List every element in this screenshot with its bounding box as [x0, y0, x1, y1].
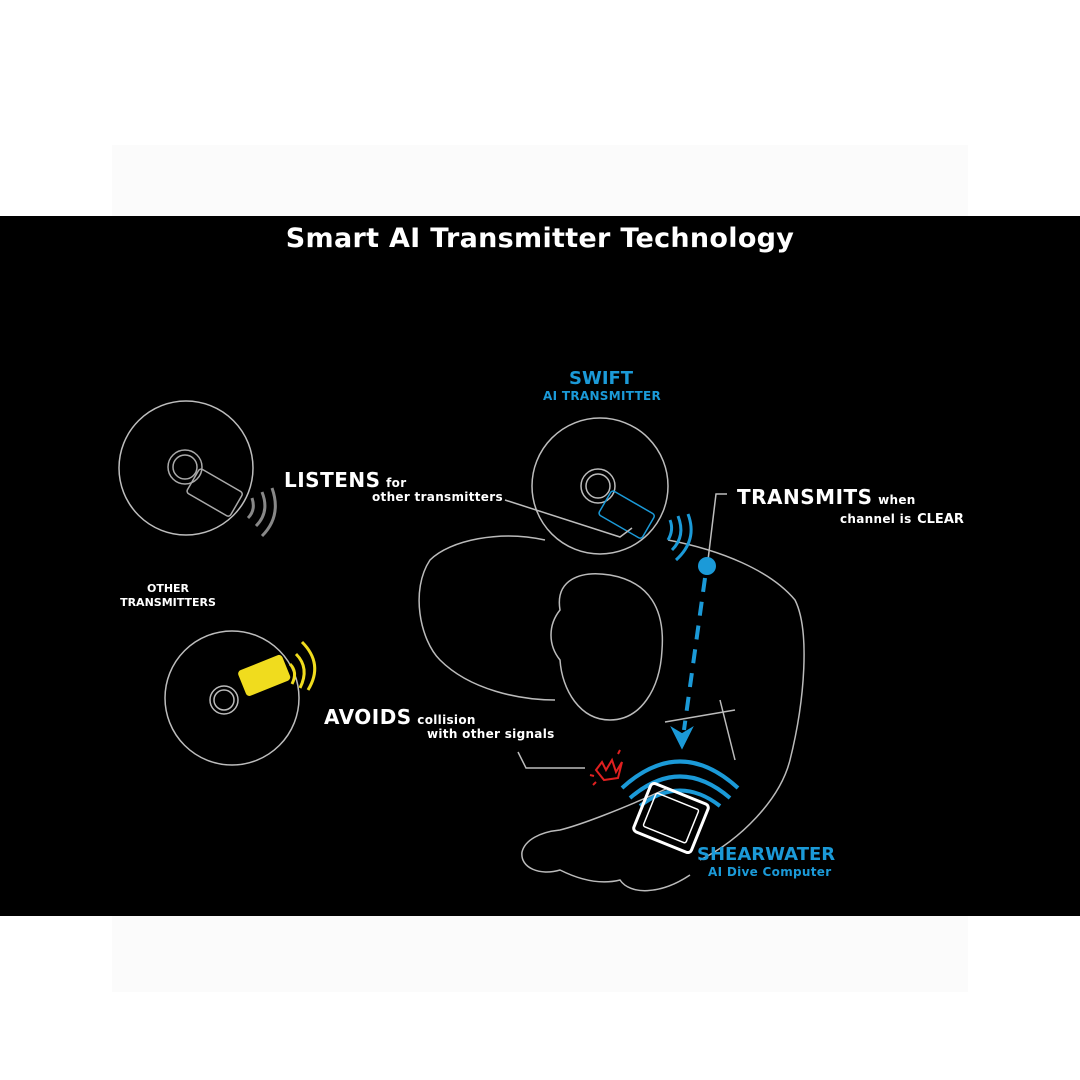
- avoids-text-2: with other signals: [427, 727, 555, 741]
- illustration: [118, 400, 805, 892]
- transmits-keyword: TRANSMITS: [737, 485, 873, 509]
- transmits-line-2: channel is CLEAR: [840, 508, 964, 527]
- avoids-keyword: AVOIDS: [324, 705, 412, 729]
- infographic-panel: Smart AI Transmitter Technology SWIFT AI…: [0, 216, 1080, 916]
- swift-transmitter-icon: [580, 468, 693, 562]
- avoiding-transmitter-disc: [164, 630, 300, 766]
- listens-text-1: for: [386, 476, 407, 490]
- collision-icon: [589, 749, 623, 786]
- other-line-1: OTHER: [146, 582, 190, 595]
- swift-transmitter-disc: [531, 417, 669, 555]
- signal-dashed-arrow: [682, 577, 707, 731]
- person-outline: [418, 535, 805, 861]
- dive-computer-icon: [632, 781, 710, 855]
- yellow-transmitter-icon: [209, 640, 317, 715]
- avoids-text-1: collision: [417, 713, 476, 727]
- arrow-head-icon: [670, 726, 694, 750]
- shearwater-subtitle: AI Dive Computer: [708, 865, 832, 879]
- gray-transmitter-icon: [167, 449, 277, 538]
- transmits-leader-line: [707, 493, 727, 561]
- avoids-label: AVOIDS collision: [324, 705, 476, 729]
- other-transmitters-label: OTHER TRANSMITTERS: [108, 582, 228, 610]
- bottom-light-band: [112, 916, 968, 992]
- shearwater-label: SHEARWATER: [697, 844, 836, 865]
- page-title: Smart AI Transmitter Technology: [285, 223, 795, 254]
- top-light-band: [112, 145, 968, 216]
- transmits-text-1: when: [878, 493, 916, 507]
- signal-origin-dot: [698, 557, 716, 575]
- swift-subtitle: AI TRANSMITTER: [543, 389, 662, 403]
- listens-label: LISTENS for: [284, 468, 406, 492]
- transmits-text-2: channel is: [840, 512, 912, 526]
- other-line-2: TRANSMITTERS: [120, 596, 216, 609]
- transmits-clear: CLEAR: [917, 512, 964, 527]
- listens-leader-line: [504, 499, 633, 538]
- transmits-label: TRANSMITS when: [737, 485, 916, 509]
- head-outline: [550, 573, 664, 721]
- computer-signal-waves-icon: [620, 759, 740, 808]
- listening-transmitter-disc: [118, 400, 254, 536]
- listens-text-2: other transmitters: [372, 490, 503, 504]
- listens-keyword: LISTENS: [284, 468, 381, 492]
- arm-outline: [521, 709, 736, 892]
- avoids-leader-line: [517, 751, 585, 769]
- swift-label: SWIFT: [569, 368, 634, 389]
